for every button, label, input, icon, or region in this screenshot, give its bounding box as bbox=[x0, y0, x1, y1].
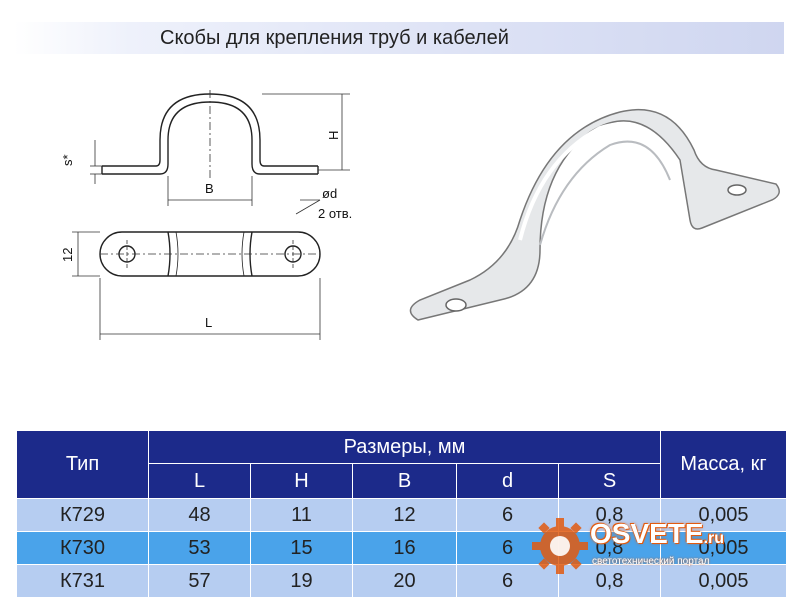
header-mass: Масса, кг bbox=[660, 430, 787, 499]
cell-s: 0,8 bbox=[558, 564, 661, 598]
cell-s: 0,8 bbox=[558, 531, 661, 565]
dim-h-label: H bbox=[326, 131, 341, 140]
cell-s: 0,8 bbox=[558, 498, 661, 532]
cell-type: К729 bbox=[16, 498, 149, 532]
table-row: К729 48 11 12 6 0,8 0,005 bbox=[16, 498, 787, 532]
cell-b: 16 bbox=[352, 531, 457, 565]
cell-type: К731 bbox=[16, 564, 149, 598]
bracket-drawing: s* H B ød 2 отв. 12 L bbox=[60, 90, 780, 340]
cell-mass: 0,005 bbox=[660, 531, 787, 565]
side-dimensions bbox=[90, 90, 350, 215]
cell-l: 48 bbox=[148, 498, 251, 532]
cell-b: 12 bbox=[352, 498, 457, 532]
cell-mass: 0,005 bbox=[660, 564, 787, 598]
header-l: L bbox=[148, 463, 251, 499]
dim-l-label: L bbox=[205, 315, 212, 330]
dim-b-label: B bbox=[205, 181, 214, 196]
dim-d-label: ød bbox=[322, 186, 337, 201]
dim-s-label: s* bbox=[60, 154, 75, 166]
title-bar bbox=[14, 22, 784, 54]
cell-mass: 0,005 bbox=[660, 498, 787, 532]
header-h: H bbox=[250, 463, 353, 499]
cell-h: 15 bbox=[250, 531, 353, 565]
bracket-3d-illustration bbox=[409, 108, 780, 321]
header-d: d bbox=[456, 463, 559, 499]
top-dimensions bbox=[72, 231, 321, 340]
table-row: К730 53 15 16 6 0,8 0,005 bbox=[16, 531, 787, 565]
page-title: Скобы для крепления труб и кабелей bbox=[160, 27, 509, 49]
cell-d: 6 bbox=[456, 564, 559, 598]
header-s: S bbox=[558, 463, 661, 499]
header-dimensions: Размеры, мм bbox=[148, 430, 661, 464]
header-b: B bbox=[352, 463, 457, 499]
cell-h: 11 bbox=[250, 498, 353, 532]
cell-b: 20 bbox=[352, 564, 457, 598]
table-row: К731 57 19 20 6 0,8 0,005 bbox=[16, 564, 787, 598]
header-type: Тип bbox=[16, 430, 149, 499]
cell-d: 6 bbox=[456, 531, 559, 565]
dim-holes-label: 2 отв. bbox=[318, 206, 352, 221]
dim-12-label: 12 bbox=[60, 248, 75, 262]
cell-l: 57 bbox=[148, 564, 251, 598]
cell-l: 53 bbox=[148, 531, 251, 565]
cell-type: К730 bbox=[16, 531, 149, 565]
spec-table: Тип Размеры, мм Масса, кг L H B d S К729… bbox=[16, 430, 787, 598]
cell-h: 19 bbox=[250, 564, 353, 598]
cell-d: 6 bbox=[456, 498, 559, 532]
